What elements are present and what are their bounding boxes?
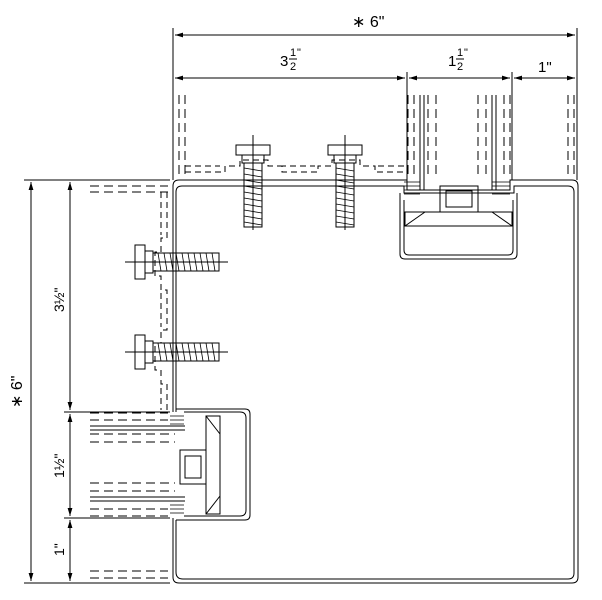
left-glazing-lines: [90, 425, 185, 502]
left-projection-dashes: [90, 185, 175, 579]
top-mullion-socket: [399, 193, 518, 260]
top-1-den: 2: [457, 61, 463, 73]
top-total-text: ∗ 6": [352, 14, 384, 31]
top-total-label: ∗ 6": [352, 14, 384, 31]
left-glass-block: [179, 449, 207, 485]
top-3-den: 2: [290, 61, 296, 73]
top-1-unit: ": [464, 47, 468, 59]
bolt-left-2: [125, 334, 228, 370]
left-gasket-bar: [205, 415, 221, 515]
left-anchor-plate: [154, 192, 168, 410]
left-3half-label: 3½": [51, 288, 67, 312]
bolt-top-1: [235, 135, 271, 230]
frame-inner: [175, 185, 575, 580]
top-1half-label: 1 1 2 ": [448, 47, 468, 73]
top-projection-dashes: [178, 95, 575, 178]
left-glass-block-inner: [184, 455, 202, 479]
left-1half-label: 1½": [51, 454, 67, 478]
left-dimension-lines: [24, 179, 170, 584]
top-mullion-socket-inner: [403, 200, 514, 256]
top-glass-block-inner: [445, 190, 473, 208]
gasket-hatch: [170, 181, 510, 514]
top-dimension-lines: [172, 28, 578, 180]
left-mullion-socket-inner: [184, 411, 247, 517]
top-3-whole: 3: [280, 53, 288, 70]
left-1-label: 1": [51, 543, 67, 556]
top-1-num: 1: [457, 47, 463, 59]
top-1-whole: 1: [448, 53, 456, 70]
top-3-unit: ": [297, 47, 301, 59]
frame-outer: [172, 179, 579, 584]
top-gasket-bar: [404, 211, 513, 227]
top-glazing-lines: [419, 95, 497, 190]
left-mullion-socket: [176, 408, 251, 521]
left-total-label: ∗ 6": [9, 376, 26, 408]
bolt-left-1: [125, 244, 228, 280]
top-right-label: 1": [538, 59, 552, 76]
top-3half-label: 3 1 2 ": [280, 47, 301, 73]
bolt-top-2: [327, 135, 363, 230]
top-3-num: 1: [290, 47, 296, 59]
